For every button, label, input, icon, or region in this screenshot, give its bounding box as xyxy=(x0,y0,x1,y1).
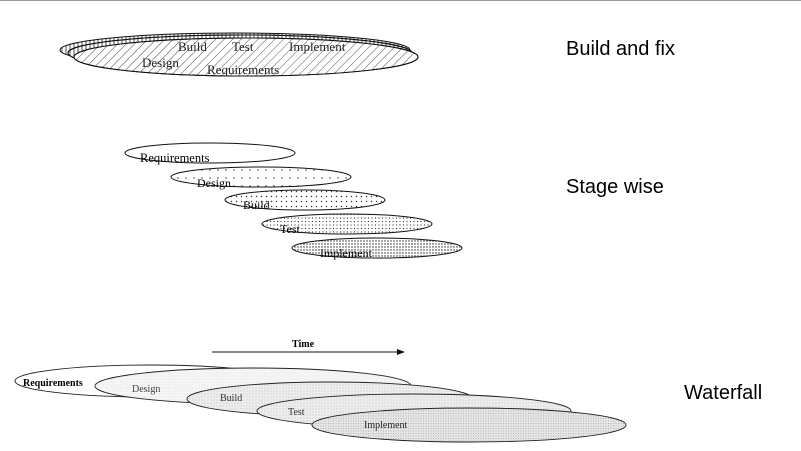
waterfall-label-implement: Implement xyxy=(364,420,408,431)
waterfall-label-design: Design xyxy=(132,384,160,395)
time-label: Time xyxy=(292,339,315,350)
build-fix-label-build: Build xyxy=(178,39,207,54)
waterfall-diagram: Time Requirements Design Build Test Impl… xyxy=(14,339,627,443)
waterfall-ellipse-implement xyxy=(311,407,627,443)
waterfall-label-test: Test xyxy=(288,407,305,418)
build-and-fix-heading: Build and fix xyxy=(566,38,675,60)
stage-ellipse-implement xyxy=(291,237,463,259)
build-fix-ellipse-front-hatch xyxy=(73,37,419,77)
stage-wise-heading: Stage wise xyxy=(566,176,664,198)
stage-wise-diagram: Requirements Design Build Test Implement xyxy=(124,142,463,260)
stage-ellipse-design xyxy=(170,166,352,188)
stage-label-test: Test xyxy=(280,222,300,236)
build-fix-label-test: Test xyxy=(232,39,254,54)
stage-ellipse-build xyxy=(224,189,386,211)
waterfall-heading: Waterfall xyxy=(684,382,762,404)
stage-ellipse-requirements xyxy=(124,142,296,164)
stage-ellipse-test xyxy=(261,213,433,235)
build-fix-label-implement: Implement xyxy=(289,39,346,54)
stage-label-design: Design xyxy=(197,176,231,190)
build-fix-label-design: Design xyxy=(142,55,179,70)
build-fix-label-requirements: Requirements xyxy=(207,62,279,77)
stage-label-implement: Implement xyxy=(320,246,373,260)
build-and-fix-diagram: Build Test Implement Design Requirements xyxy=(59,32,419,77)
stage-label-requirements: Requirements xyxy=(140,151,210,165)
stage-label-build: Build xyxy=(243,198,270,212)
waterfall-label-build: Build xyxy=(220,393,242,404)
waterfall-label-requirements: Requirements xyxy=(23,378,83,389)
